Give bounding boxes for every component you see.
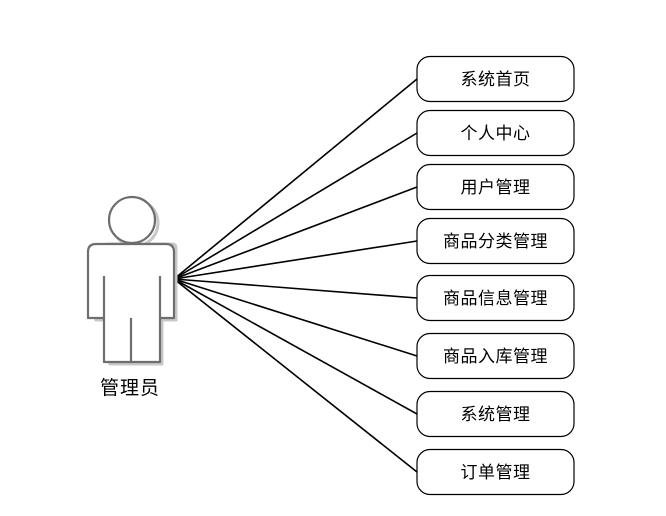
association-line bbox=[173, 278, 418, 473]
use-case-box bbox=[416, 217, 575, 265]
association-line bbox=[173, 278, 418, 299]
use-case: 系统管理 bbox=[416, 390, 575, 438]
use-case-box bbox=[416, 390, 575, 438]
use-case-label: 用户管理 bbox=[461, 178, 531, 198]
use-case-label: 系统管理 bbox=[461, 405, 531, 425]
stick-figure-actor-icon bbox=[86, 195, 178, 366]
use-case-label: 商品信息管理 bbox=[443, 289, 548, 309]
actor-label: 管理员 bbox=[100, 377, 160, 399]
use-case: 个人中心 bbox=[416, 109, 575, 157]
use-case: 系统首页 bbox=[416, 55, 575, 103]
use-case-box bbox=[416, 274, 575, 322]
association-line bbox=[173, 240, 418, 280]
use-case-box bbox=[416, 448, 575, 496]
use-case-label: 商品分类管理 bbox=[443, 232, 548, 252]
use-case: 商品入库管理 bbox=[416, 332, 575, 380]
association-line bbox=[173, 278, 418, 415]
use-case: 订单管理 bbox=[416, 448, 575, 496]
association-lines bbox=[173, 78, 418, 473]
use-case: 商品分类管理 bbox=[416, 217, 575, 265]
use-case-box bbox=[416, 55, 575, 103]
actor: 管理员 bbox=[86, 195, 178, 399]
use-case-box bbox=[416, 332, 575, 380]
use-case-label: 个人中心 bbox=[461, 124, 531, 144]
use-case: 用户管理 bbox=[416, 163, 575, 211]
use-case-label: 系统首页 bbox=[461, 70, 531, 90]
association-line bbox=[173, 132, 418, 280]
use-case-label: 商品入库管理 bbox=[443, 347, 548, 367]
use-case-box bbox=[416, 109, 575, 157]
association-line bbox=[173, 186, 418, 280]
use-case-box bbox=[416, 163, 575, 211]
use-case: 商品信息管理 bbox=[416, 274, 575, 322]
use-case-label: 订单管理 bbox=[461, 463, 531, 483]
association-line bbox=[173, 78, 418, 280]
association-line bbox=[173, 278, 418, 357]
